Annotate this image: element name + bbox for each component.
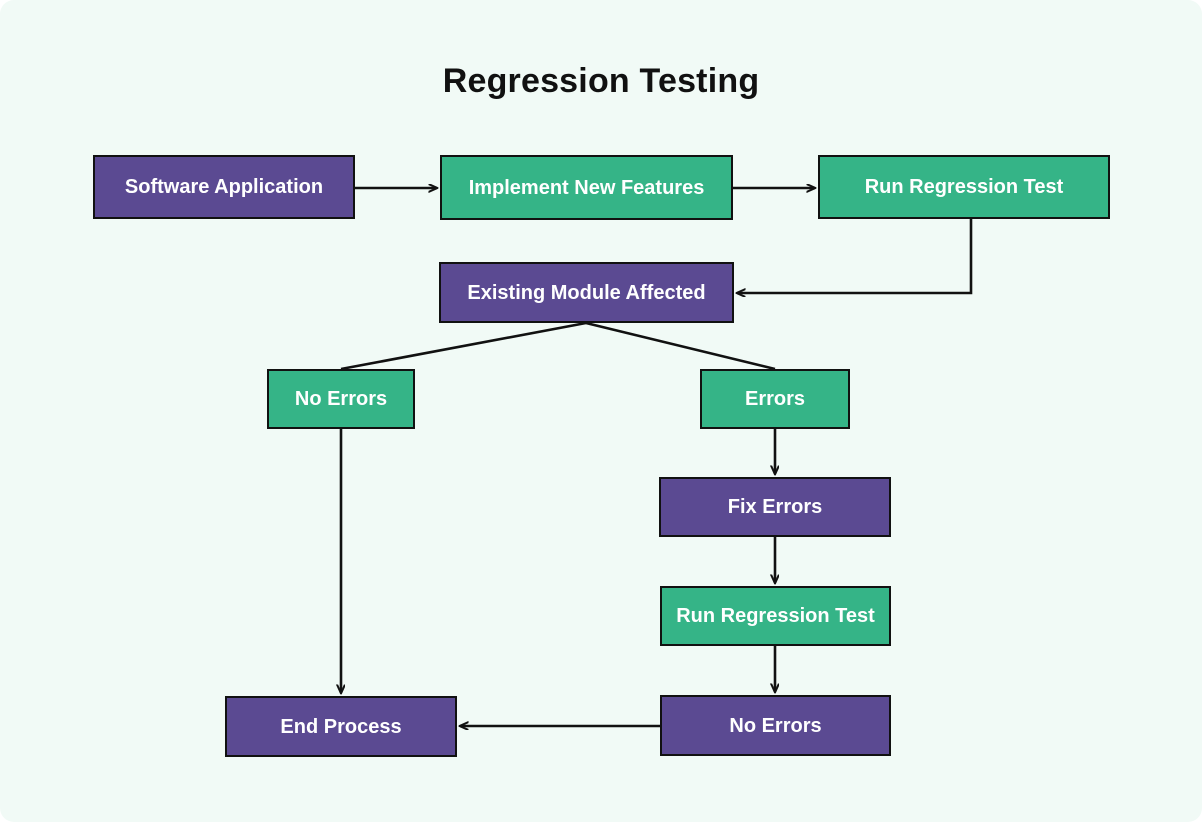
node-software-application[interactable]: Software Application [93, 155, 355, 219]
node-run-regression-test-bottom[interactable]: Run Regression Test [660, 586, 891, 646]
node-label: Run Regression Test [676, 605, 875, 627]
node-existing-module-affected[interactable]: Existing Module Affected [439, 262, 734, 323]
node-implement-new-features[interactable]: Implement New Features [440, 155, 733, 220]
edge-run-to-existing [737, 219, 973, 293]
edge-existing-to-errors [585, 321, 776, 371]
node-end-process[interactable]: End Process [225, 696, 457, 757]
node-no-errors-bottom[interactable]: No Errors [660, 695, 891, 756]
node-no-errors-left[interactable]: No Errors [267, 369, 415, 429]
page-title: Regression Testing [442, 62, 760, 100]
node-label: No Errors [729, 714, 822, 737]
node-fix-errors[interactable]: Fix Errors [659, 477, 891, 537]
node-label: Run Regression Test [864, 176, 1064, 198]
node-label: Errors [744, 388, 806, 410]
node-label: Fix Errors [727, 496, 823, 518]
node-label: Software Application [124, 176, 324, 198]
node-label: Implement New Features [468, 176, 705, 199]
edge-existing-to-no-errors [340, 321, 587, 371]
node-run-regression-test-top[interactable]: Run Regression Test [818, 155, 1110, 219]
node-label: No Errors [294, 388, 388, 410]
node-errors[interactable]: Errors [700, 369, 850, 429]
node-label: End Process [280, 715, 402, 738]
node-label: Existing Module Affected [467, 281, 706, 304]
